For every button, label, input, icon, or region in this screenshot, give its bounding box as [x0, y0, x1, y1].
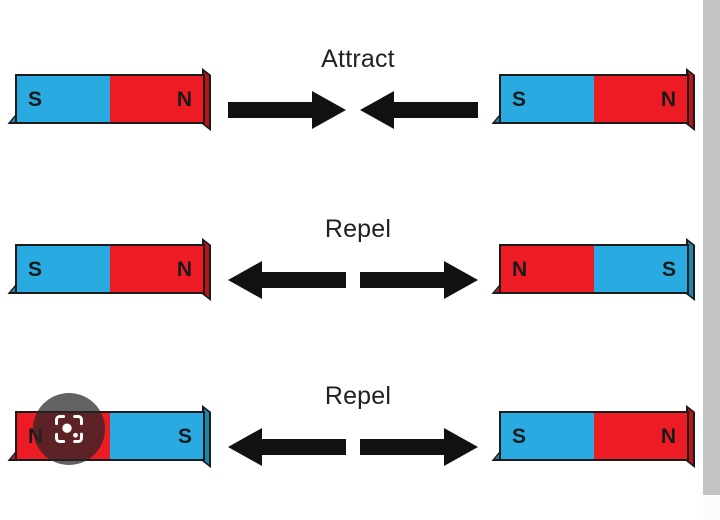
- arrow-right: [360, 260, 478, 300]
- magnet-pair-row: S N Repel N: [0, 210, 720, 330]
- magnet-left: S N: [7, 68, 211, 132]
- magnet-pole-first: S: [17, 76, 110, 122]
- magnet-pole-second: N: [110, 246, 203, 292]
- right-gutter-band: [703, 0, 720, 495]
- arrow-left: [228, 427, 346, 467]
- magnet-pole-first: N: [501, 246, 594, 292]
- pole-label: N: [176, 257, 192, 281]
- magnet-pair-row: S N Attract S: [0, 40, 720, 160]
- magnet-pole-second: N: [110, 76, 203, 122]
- magnet-pole-second: S: [110, 413, 203, 459]
- interaction-center: Repel: [228, 210, 488, 330]
- magnet-pole-second: N: [594, 76, 687, 122]
- magnet-body: N S: [499, 244, 689, 294]
- magnet-pair-row: N S Repel S: [0, 377, 720, 497]
- interaction-center: Attract: [228, 40, 488, 160]
- interaction-label: Repel: [324, 382, 392, 410]
- right-gutter-foot: [703, 495, 720, 520]
- pole-label: N: [660, 424, 676, 448]
- magnet-body: S N: [499, 74, 689, 124]
- interaction-label: Attract: [321, 45, 395, 73]
- pole-label: N: [512, 257, 528, 281]
- magnet-right: S N: [491, 68, 695, 132]
- arrow-group: [228, 419, 488, 473]
- arrow-left: [228, 90, 346, 130]
- interaction-center: Repel: [228, 377, 488, 497]
- magnet-body: S N: [499, 411, 689, 461]
- magnet-right: S N: [491, 405, 695, 469]
- magnet-body: S N: [15, 244, 205, 294]
- magnet-pole-first: S: [17, 246, 110, 292]
- arrow-group: [228, 252, 488, 306]
- pole-label: S: [28, 87, 43, 111]
- pole-label: N: [176, 87, 192, 111]
- google-lens-icon: [55, 415, 83, 443]
- pole-label: S: [177, 424, 192, 448]
- magnet-pole-first: S: [501, 413, 594, 459]
- arrow-right: [360, 427, 478, 467]
- magnet-body: S N: [15, 74, 205, 124]
- pole-label: S: [661, 257, 676, 281]
- magnet-pole-second: S: [594, 246, 687, 292]
- magnet-right: N S: [491, 238, 695, 302]
- pole-label: S: [512, 424, 527, 448]
- google-lens-button[interactable]: [33, 393, 105, 465]
- magnet-pole-second: N: [594, 413, 687, 459]
- magnet-pole-first: S: [501, 76, 594, 122]
- pole-label: S: [28, 257, 43, 281]
- pole-label: S: [512, 87, 527, 111]
- arrow-group: [228, 82, 488, 136]
- arrow-right: [360, 90, 478, 130]
- arrow-left: [228, 260, 346, 300]
- magnet-left: S N: [7, 238, 211, 302]
- interaction-label: Repel: [324, 215, 392, 243]
- pole-label: N: [660, 87, 676, 111]
